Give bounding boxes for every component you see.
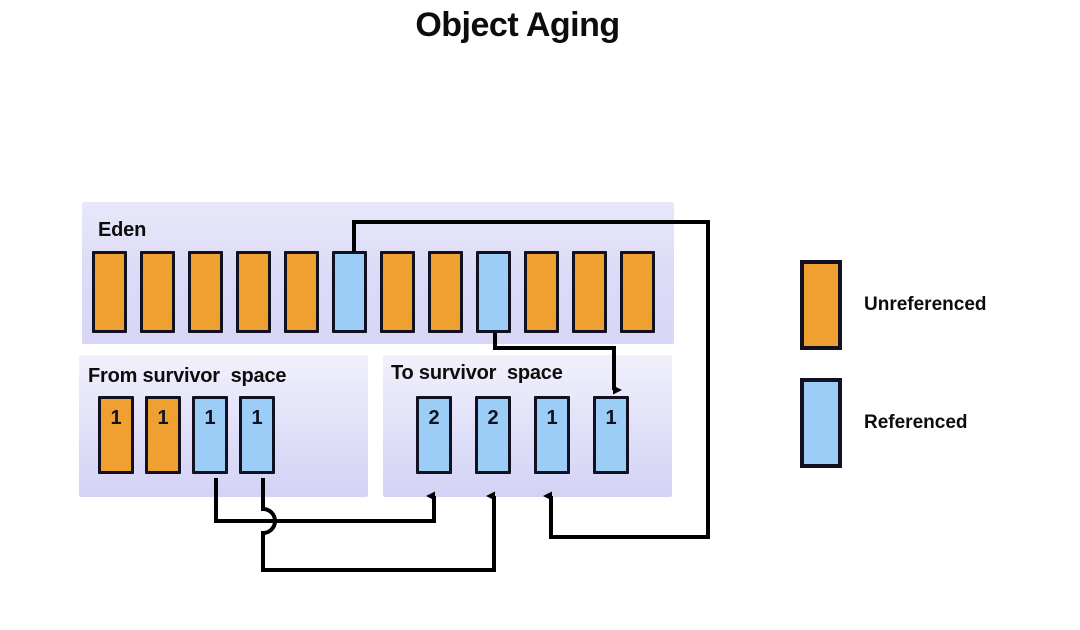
eden-object-block[interactable] [236, 251, 271, 333]
from_survivor-object-block[interactable]: 1 [239, 396, 275, 474]
legend-label-referenced: Referenced [864, 412, 968, 433]
eden-object-block[interactable] [524, 251, 559, 333]
eden-object-block[interactable] [620, 251, 655, 333]
eden-region-label: Eden [98, 219, 147, 241]
page-title: Object Aging [415, 6, 620, 44]
legend-swatch-referenced-icon [800, 378, 842, 468]
eden-object-block[interactable] [140, 251, 175, 333]
eden-object-block[interactable] [188, 251, 223, 333]
legend-label-unreferenced: Unreferenced [864, 294, 987, 315]
from_survivor-object-block[interactable]: 1 [192, 396, 228, 474]
legend-item-unreferenced: Unreferenced [800, 260, 987, 350]
from-survivor-region-label: From survivor space [88, 365, 287, 387]
eden-object-block[interactable] [380, 251, 415, 333]
to_survivor-object-block[interactable]: 2 [475, 396, 511, 474]
to_survivor-object-block[interactable]: 2 [416, 396, 452, 474]
to_survivor-object-block[interactable]: 1 [534, 396, 570, 474]
eden-object-block[interactable] [332, 251, 367, 333]
to-survivor-region-label: To survivor space [391, 362, 563, 384]
eden-object-block[interactable] [428, 251, 463, 333]
legend-item-referenced: Referenced [800, 378, 968, 468]
legend-swatch-unreferenced-icon [800, 260, 842, 350]
eden-object-block[interactable] [572, 251, 607, 333]
eden-object-block[interactable] [476, 251, 511, 333]
from_survivor-object-block[interactable]: 1 [98, 396, 134, 474]
to_survivor-object-block[interactable]: 1 [593, 396, 629, 474]
from_survivor-object-block[interactable]: 1 [145, 396, 181, 474]
eden-object-block[interactable] [92, 251, 127, 333]
eden-object-block[interactable] [284, 251, 319, 333]
